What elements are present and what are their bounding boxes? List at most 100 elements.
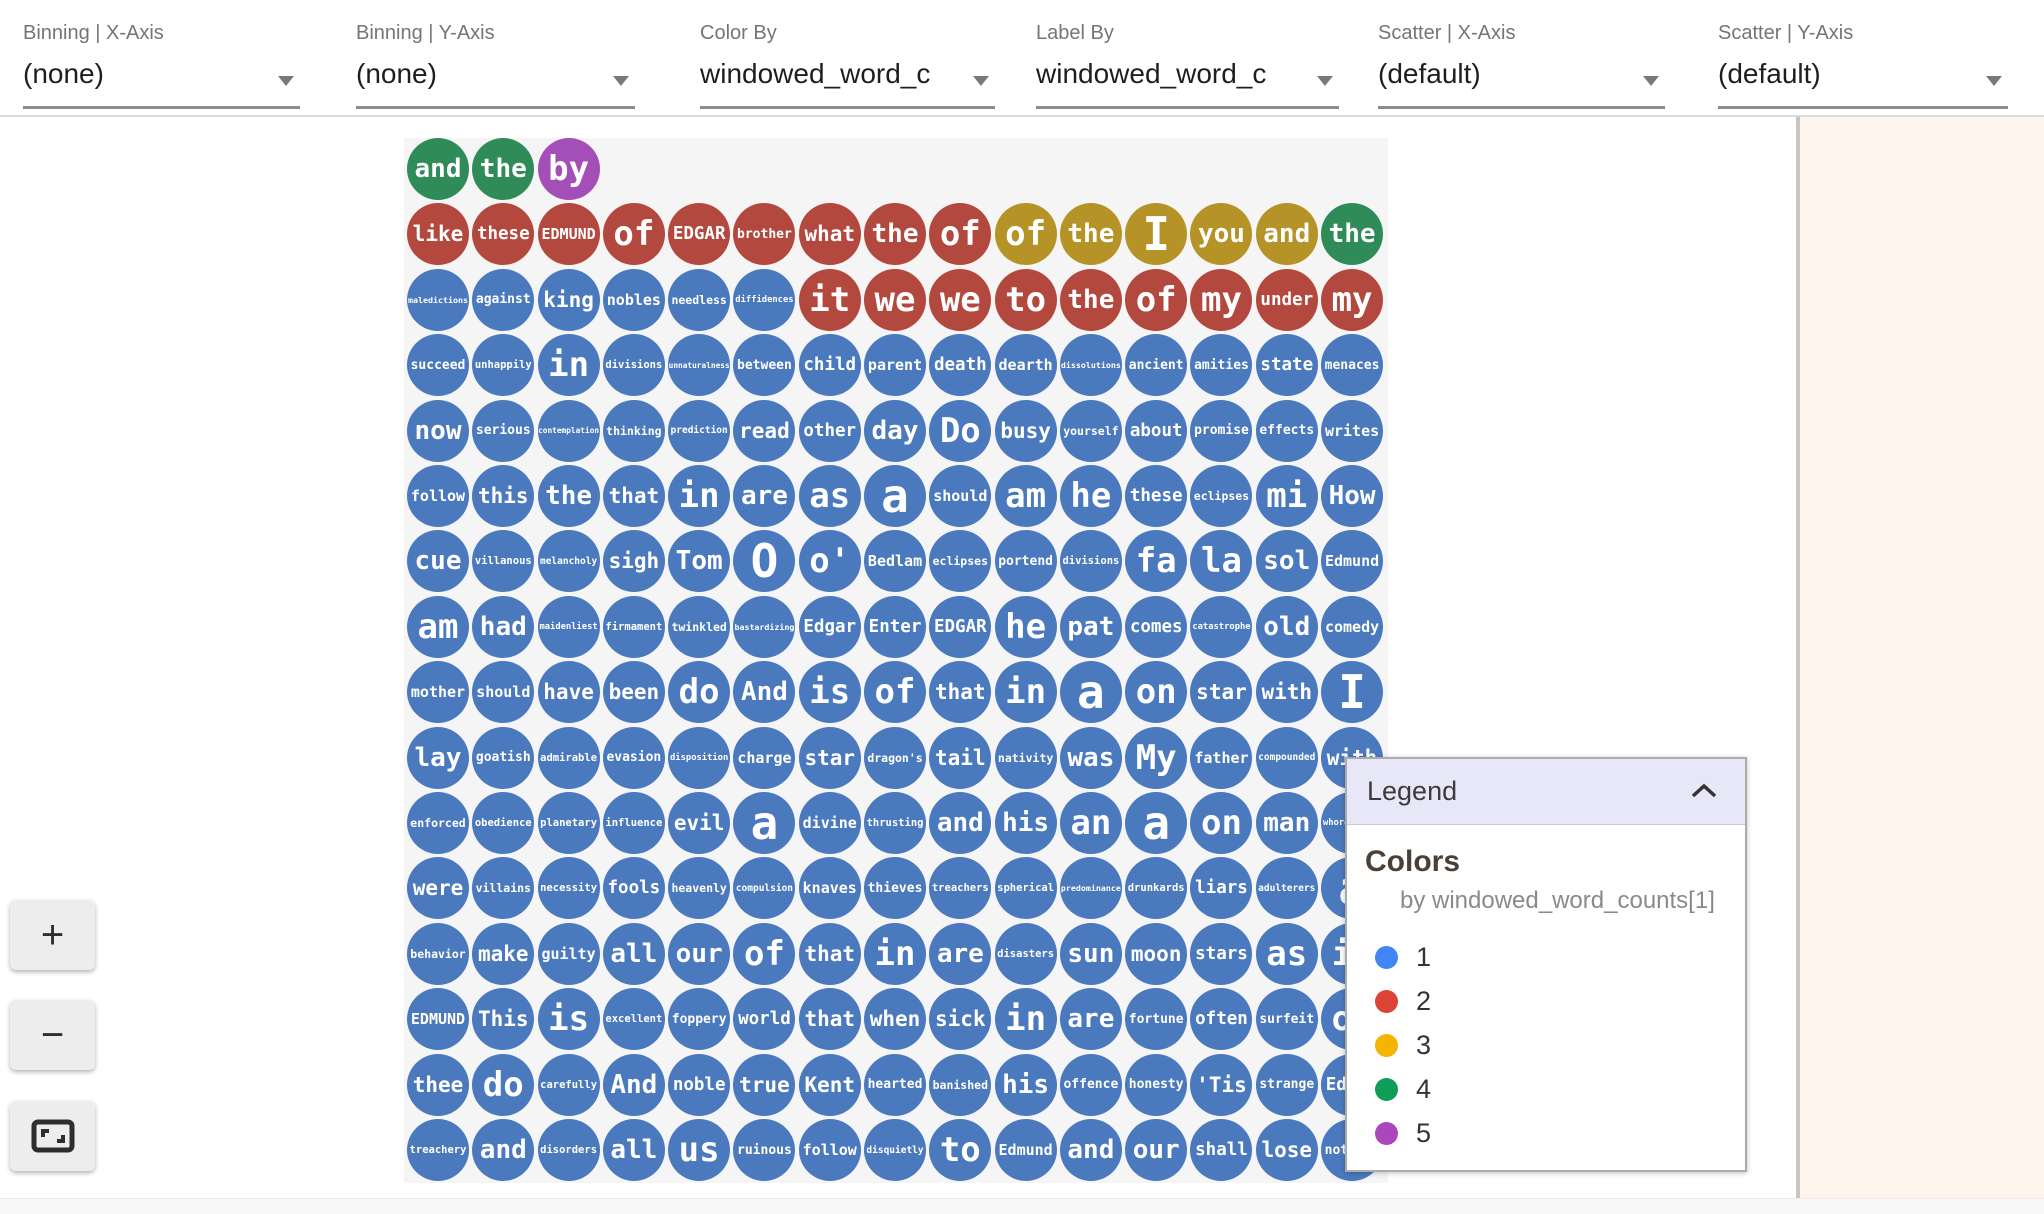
word-circle[interactable]: Edmund — [994, 1119, 1057, 1181]
word-circle[interactable]: drunkards — [1125, 857, 1188, 920]
word-circle[interactable]: firmament — [602, 595, 665, 658]
word-circle[interactable]: the — [472, 138, 535, 200]
word-circle[interactable]: thieves — [864, 857, 927, 920]
word-circle[interactable]: his — [994, 1053, 1057, 1116]
word-circle[interactable]: that — [798, 922, 861, 985]
word-circle[interactable]: all — [602, 922, 665, 985]
word-circle[interactable]: honesty — [1125, 1053, 1188, 1116]
word-circle[interactable]: had — [472, 595, 535, 658]
word-circle[interactable]: it — [798, 268, 861, 331]
word-circle[interactable]: divisions — [1059, 530, 1122, 593]
word-circle[interactable]: goatish — [472, 726, 535, 789]
scatter-y-dropdown[interactable]: Scatter | Y-Axis (default) — [1718, 0, 2008, 112]
word-circle[interactable]: we — [929, 268, 992, 331]
word-circle[interactable]: influence — [602, 792, 665, 854]
word-circle[interactable]: should — [929, 465, 992, 527]
word-circle[interactable]: stars — [1190, 922, 1253, 985]
word-circle[interactable]: predominance — [1059, 857, 1122, 920]
word-circle[interactable]: ancient — [1125, 334, 1188, 397]
word-circle[interactable]: man — [1255, 792, 1318, 854]
word-circle[interactable]: nobles — [602, 268, 665, 331]
word-circle[interactable]: offence — [1059, 1053, 1122, 1116]
word-circle[interactable]: o' — [798, 530, 861, 593]
word-circle[interactable]: liars — [1190, 857, 1253, 920]
word-circle[interactable]: excellent — [602, 988, 665, 1051]
word-circle[interactable]: EDMUND — [407, 988, 469, 1051]
word-circle[interactable]: needless — [668, 268, 731, 331]
word-circle[interactable]: My — [1125, 726, 1188, 789]
word-circle[interactable]: a — [733, 792, 796, 854]
word-circle[interactable]: treachers — [929, 857, 992, 920]
word-circle[interactable]: thrusting — [864, 792, 927, 854]
word-circle[interactable]: the — [1321, 203, 1384, 266]
word-circle[interactable]: EDGAR — [668, 203, 731, 266]
word-circle[interactable]: are — [929, 922, 992, 985]
word-circle[interactable]: parent — [864, 334, 927, 397]
word-circle[interactable]: the — [864, 203, 927, 266]
word-circle[interactable]: of — [602, 203, 665, 266]
word-circle[interactable]: do — [668, 661, 731, 724]
word-circle[interactable]: death — [929, 334, 992, 397]
word-circle[interactable]: unnaturalness — [668, 334, 731, 397]
zoom-in-button[interactable]: + — [10, 900, 95, 970]
fit-to-screen-button[interactable] — [10, 1101, 95, 1171]
word-circle[interactable]: is — [537, 988, 600, 1051]
word-circle[interactable]: were — [407, 857, 469, 920]
word-circle[interactable]: maledictions — [407, 268, 469, 331]
word-circle[interactable]: the — [1059, 268, 1122, 331]
word-circle[interactable]: by — [537, 138, 600, 200]
word-circle[interactable]: star — [798, 726, 861, 789]
word-circle[interactable]: evil — [668, 792, 731, 854]
word-circle[interactable]: the — [537, 465, 600, 527]
word-circle[interactable]: catastrophe — [1190, 595, 1253, 658]
word-circle[interactable]: lay — [407, 726, 469, 789]
word-circle[interactable]: I — [1321, 661, 1384, 724]
word-circle[interactable]: been — [602, 661, 665, 724]
word-circle[interactable]: in — [994, 988, 1057, 1051]
word-circle[interactable]: Bedlam — [864, 530, 927, 593]
word-circle[interactable]: pat — [1059, 595, 1122, 658]
word-circle[interactable]: hearted — [864, 1053, 927, 1116]
word-circle[interactable]: against — [472, 268, 535, 331]
word-circle[interactable]: what — [798, 203, 861, 266]
word-circle[interactable]: read — [733, 399, 796, 462]
word-circle[interactable]: disposition — [668, 726, 731, 789]
word-circle[interactable]: in — [668, 465, 731, 527]
word-circle[interactable]: mi — [1255, 465, 1318, 527]
word-circle[interactable]: disquietly — [864, 1119, 927, 1181]
word-circle[interactable]: state — [1255, 334, 1318, 397]
word-circle[interactable]: we — [864, 268, 927, 331]
word-circle[interactable]: divisions — [602, 334, 665, 397]
word-circle[interactable]: old — [1255, 595, 1318, 658]
word-circle[interactable]: evasion — [602, 726, 665, 789]
word-circle[interactable]: am — [994, 465, 1057, 527]
word-circle[interactable]: Edgar — [798, 595, 861, 658]
legend-header[interactable]: Legend — [1347, 759, 1745, 825]
word-circle[interactable]: nativity — [994, 726, 1057, 789]
word-circle[interactable]: the — [1059, 203, 1122, 266]
word-circle[interactable]: banished — [929, 1053, 992, 1116]
word-circle[interactable]: as — [1255, 922, 1318, 985]
word-circle[interactable]: king — [537, 268, 600, 331]
word-circle[interactable]: Do — [929, 399, 992, 462]
word-circle[interactable]: serious — [472, 399, 535, 462]
word-circle[interactable]: dragon's — [864, 726, 927, 789]
word-circle[interactable]: this — [472, 465, 535, 527]
word-circle[interactable]: menaces — [1321, 334, 1384, 397]
word-circle[interactable]: that — [602, 465, 665, 527]
word-circle[interactable]: and — [1059, 1119, 1122, 1181]
word-circle[interactable]: us — [668, 1119, 731, 1181]
word-circle[interactable]: Kent — [798, 1053, 861, 1116]
word-circle[interactable]: promise — [1190, 399, 1253, 462]
word-circle[interactable]: compounded — [1255, 726, 1318, 789]
word-circle[interactable]: charge — [733, 726, 796, 789]
word-circle[interactable]: succeed — [407, 334, 469, 397]
word-circle[interactable]: behavior — [407, 922, 469, 985]
word-circle[interactable]: dearth — [994, 334, 1057, 397]
word-circle[interactable]: on — [1125, 661, 1188, 724]
word-circle[interactable]: that — [929, 661, 992, 724]
word-circle[interactable]: moon — [1125, 922, 1188, 985]
word-circle[interactable]: fa — [1125, 530, 1188, 593]
word-circle[interactable]: these — [472, 203, 535, 266]
word-circle[interactable]: of — [1125, 268, 1188, 331]
